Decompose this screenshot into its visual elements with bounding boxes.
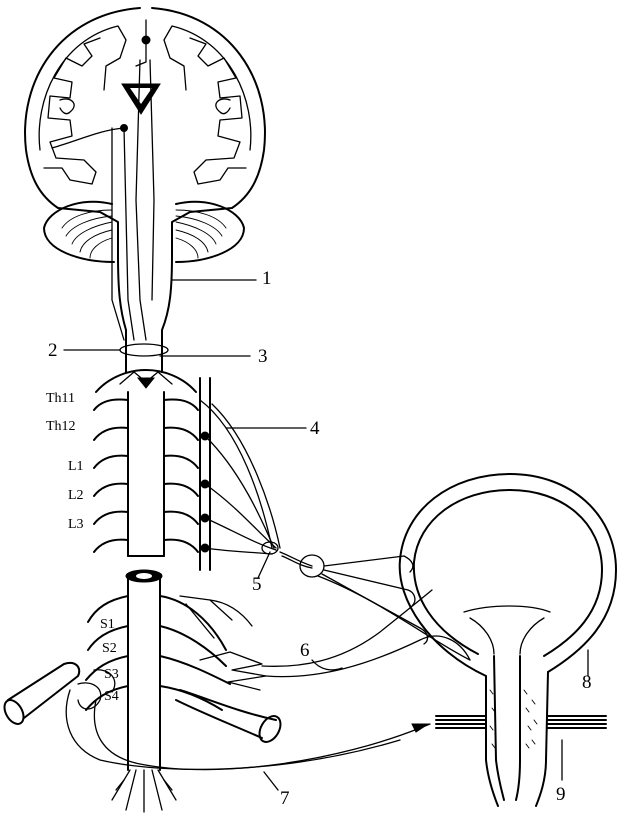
leader-lines — [63, 279, 589, 791]
segment-s4: S4 — [104, 689, 119, 704]
spinal-nerves-left — [93, 398, 199, 553]
callout-7: 7 — [280, 788, 290, 809]
segment-s3: S3 — [104, 667, 119, 682]
hypogastric-nerves — [199, 399, 471, 661]
segment-labels: Th11 Th12 L1 L2 L3 S1 S2 S3 S4 — [46, 391, 119, 704]
pelvic-nerves — [85, 589, 471, 711]
brain-coronal-section-icon — [24, 7, 266, 341]
segment-th11: Th11 — [46, 391, 75, 406]
callout-1: 1 — [262, 268, 272, 289]
segment-l2: L2 — [68, 488, 84, 503]
callout-8: 8 — [582, 672, 592, 693]
brainstem — [117, 254, 173, 373]
segment-l3: L3 — [68, 517, 84, 532]
callout-6: 6 — [300, 640, 310, 661]
spinal-cord — [95, 369, 197, 813]
callout-3: 3 — [258, 346, 268, 367]
segment-s2: S2 — [102, 641, 117, 656]
segment-th12: Th12 — [46, 419, 76, 434]
cerebellum-icon — [43, 200, 245, 263]
callout-2: 2 — [48, 340, 58, 361]
segment-l1: L1 — [68, 459, 84, 474]
pelvic-vessels — [3, 662, 401, 771]
callout-5: 5 — [252, 574, 262, 595]
callout-labels: 1 2 3 4 5 6 7 8 9 — [48, 268, 592, 809]
bladder-icon — [398, 473, 617, 807]
callout-4: 4 — [310, 418, 320, 439]
pudendal-nerve — [93, 699, 431, 771]
segment-s1: S1 — [100, 617, 115, 632]
callout-9: 9 — [556, 784, 566, 805]
